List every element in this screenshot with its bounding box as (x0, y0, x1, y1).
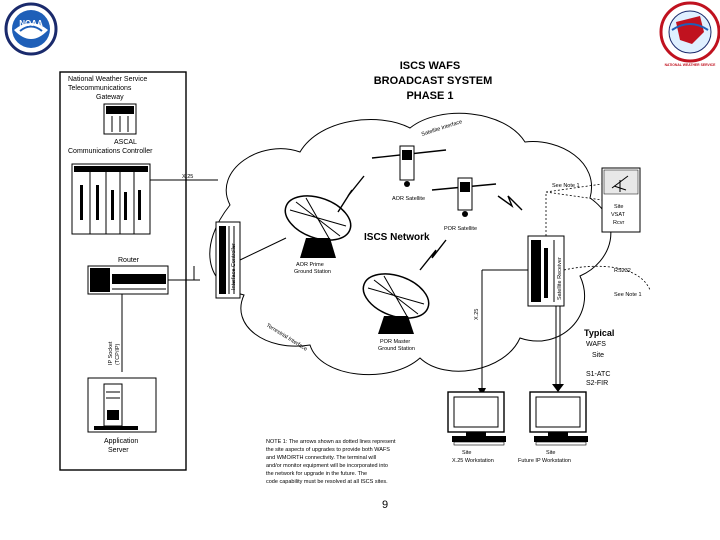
nws-logo: NATIONAL WEATHER SERVICE (659, 1, 720, 67)
satellite-interface-label: Satellite Interface (421, 119, 463, 138)
server-label-1: Application (104, 438, 138, 445)
note-line-6: code capability must be resolved at all … (266, 479, 388, 485)
comm-controller-label: Communications Controller (68, 148, 153, 155)
aor-satellite-icon (371, 145, 447, 187)
aor-satellite-label: AOR Satellite (392, 196, 425, 202)
workstation-1-label-1: Site (462, 450, 471, 456)
see-note-1-bottom: See Note 1 (614, 292, 642, 298)
ip-workstation-icon (529, 391, 588, 446)
note-line-2: the site aspects of upgrades to provide … (266, 447, 390, 453)
workstation-1-label-2: X.25 Workstation (452, 458, 494, 464)
x25-label-left: X.25 (182, 174, 193, 180)
por-link-bolt (419, 239, 447, 271)
x25-label-right: X.25 (474, 309, 480, 320)
terrestrial-interface-label: Terrestrial Interface (265, 323, 308, 353)
equipment-rack-icon (71, 163, 151, 235)
title-line-1: ISCS WAFS (400, 60, 461, 72)
iscs-network-label: ISCS Network (364, 232, 430, 243)
site-vsat-box: Site VSAT Rcvr (601, 167, 641, 233)
workstation-2-label-2: Future IP Workstation (518, 458, 571, 464)
aor-station-label-2: Ground Station (294, 269, 331, 275)
title-line-3: PHASE 1 (406, 90, 453, 102)
por-master-station-dish (362, 273, 430, 334)
ascal-label: ASCAL (114, 139, 137, 146)
aor-station-label-1: AOR Prime (296, 262, 324, 268)
vsat-label-1: Site (614, 204, 623, 210)
typical-line-2: Site (592, 352, 604, 359)
router-label: Router (118, 257, 140, 264)
server-label-2: Server (108, 447, 129, 454)
x25-workstation-icon (447, 391, 506, 446)
typical-line-1: WAFS (586, 341, 606, 348)
nws-logo-text: NATIONAL WEATHER SERVICE (665, 63, 717, 67)
title-line-2: BROADCAST SYSTEM (374, 75, 493, 87)
interface-controller-label: Interface Controller (231, 243, 237, 290)
diagram-title: ISCS WAFS BROADCAST SYSTEM PHASE 1 (374, 60, 493, 102)
note-line-4: and/or monitor equipment will be incorpo… (266, 463, 388, 469)
see-note-1-top: See Note 1 (552, 183, 580, 189)
vsat-label-2: VSAT (611, 212, 626, 218)
note-line-3: and WMO/RTH connectivity. The terminal w… (266, 455, 376, 461)
typical-site-legend: Typical WAFS Site S1-ATC S2-FIR (584, 328, 614, 387)
note-line-1: NOTE 1: The arrows shown as dotted lines… (266, 439, 396, 445)
rs232-label: RS232 (614, 268, 631, 274)
router-icon (87, 265, 169, 295)
mainframe-icon (103, 103, 137, 135)
por-satellite-label: POR Satellite (444, 226, 477, 232)
ip-socket-label: IP Socket (108, 341, 114, 365)
tcp-ip-label: (TCP/IP) (115, 343, 121, 365)
interface-controller-box: Interface Controller (215, 221, 287, 299)
gateway-header-2: Telecommunications (68, 85, 132, 92)
telecom-gateway-panel: National Weather Service Telecommunicati… (59, 71, 218, 471)
satellite-receiver-box: Satellite Receiver (527, 235, 565, 307)
por-satellite-icon (431, 177, 497, 217)
note-line-5: the network for upgrade in the future. T… (266, 471, 367, 477)
aor-ground-station-dish (284, 195, 352, 258)
receiver-box-label: Satellite Receiver (557, 257, 563, 300)
page-number: 9 (382, 499, 388, 511)
gateway-header-3: Gateway (96, 94, 124, 101)
por-station-label-2: Ground Station (378, 346, 415, 352)
workstation-2-label-1: Site (546, 450, 555, 456)
noaa-logo: NOAA (4, 2, 58, 56)
gateway-header-1: National Weather Service (68, 76, 147, 83)
vsat-label-3: Rcvr (613, 220, 624, 226)
receiver-link-bolt (497, 195, 523, 211)
note-block: NOTE 1: The arrows shown as dotted lines… (266, 439, 396, 485)
network-cloud (209, 112, 612, 376)
typical-line-4: S1-ATC (586, 371, 610, 378)
application-server-icon (87, 377, 157, 433)
por-station-label-1: POR Master (380, 339, 410, 345)
noaa-logo-text: NOAA (19, 19, 43, 28)
aor-link-bolt (337, 175, 365, 213)
typical-heading: Typical (584, 328, 614, 338)
typical-line-5: S2-FIR (586, 380, 608, 387)
